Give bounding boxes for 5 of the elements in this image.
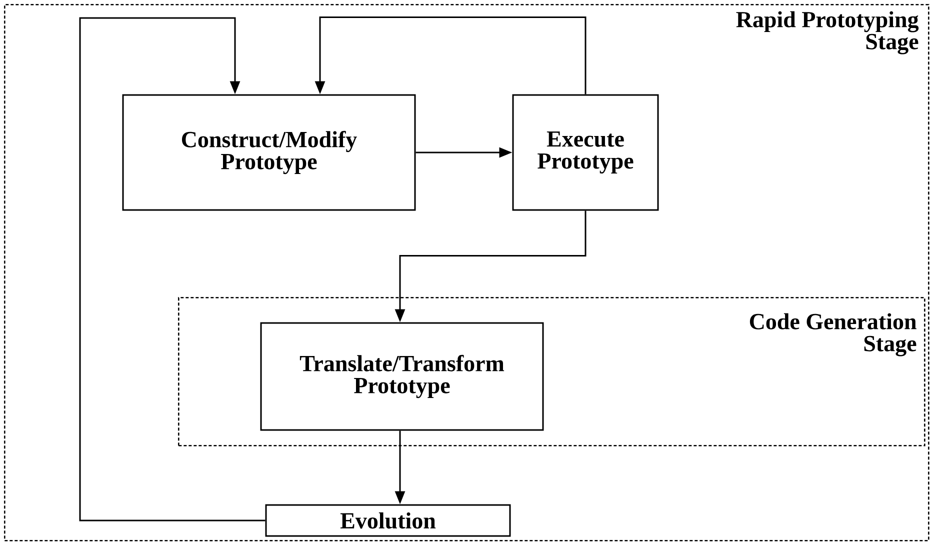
- process-box: Construct/Modify Prototype: [122, 94, 416, 211]
- arrow: [79, 17, 266, 522]
- process-box: Execute Prototype: [512, 94, 659, 211]
- process-box: Evolution: [265, 504, 511, 537]
- process-box: Translate/Transform Prototype: [260, 322, 544, 431]
